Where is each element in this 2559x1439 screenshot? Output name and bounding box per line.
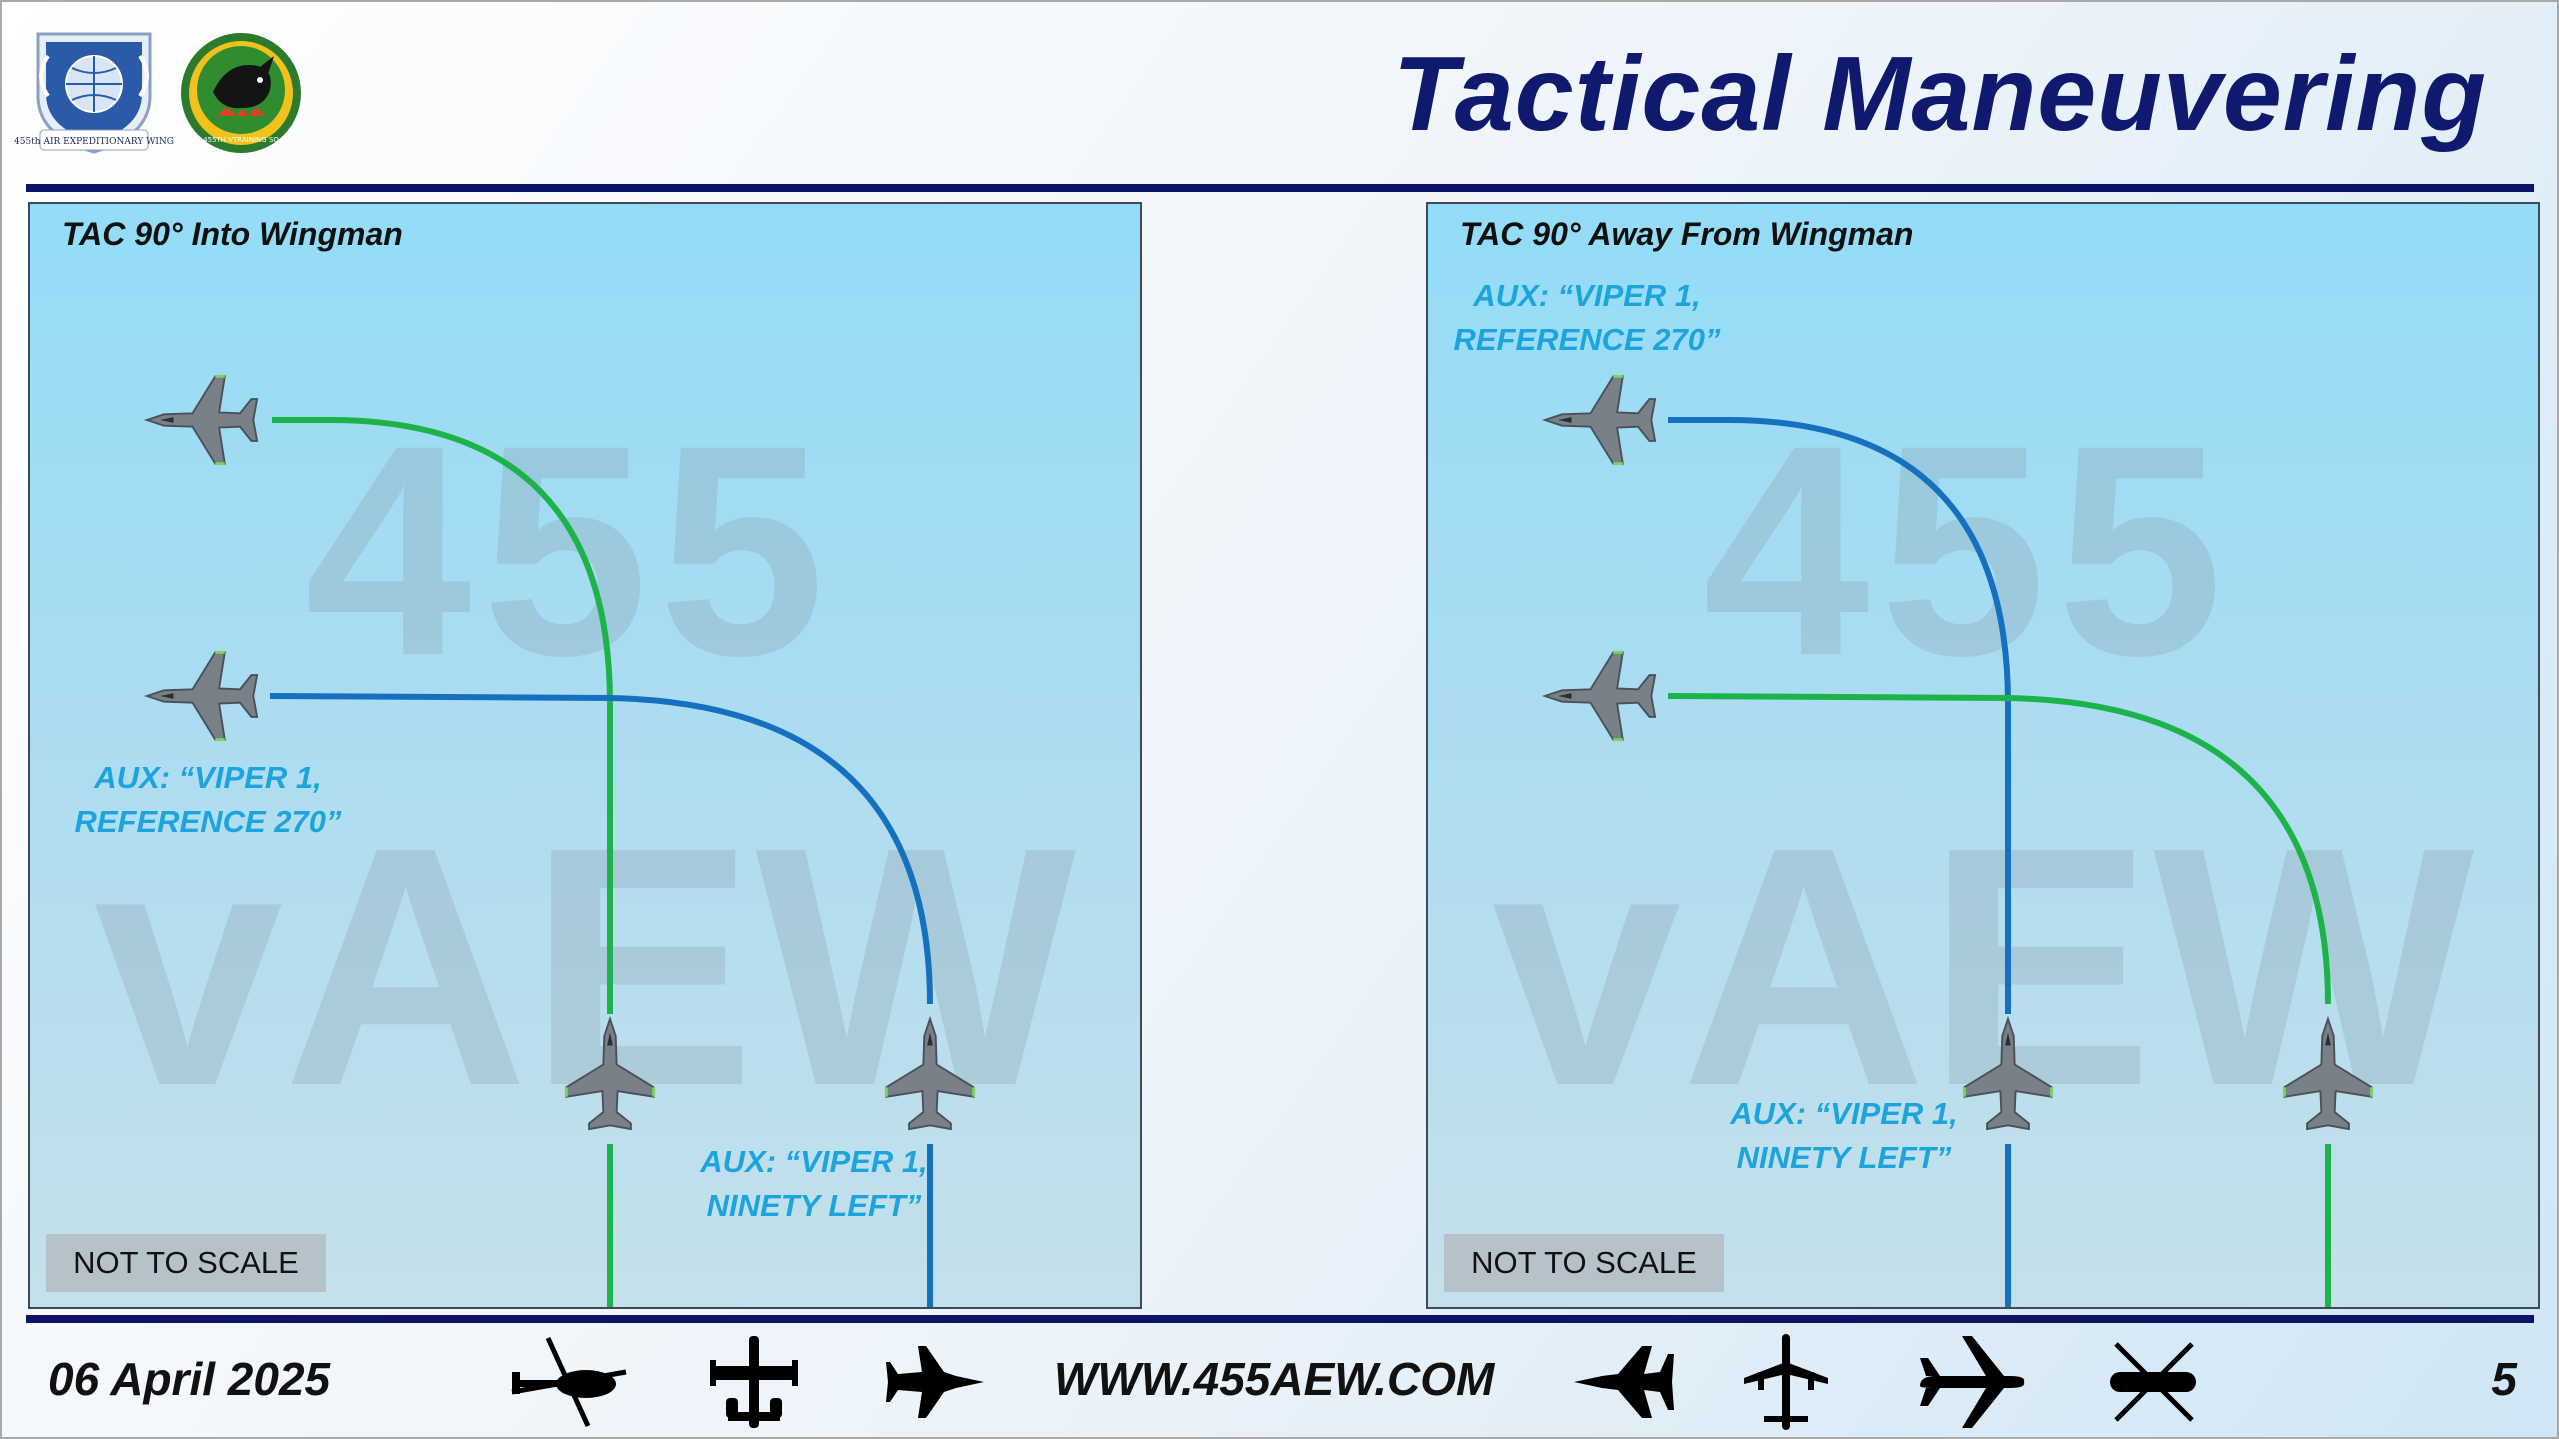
jet-lower-west (145, 650, 259, 742)
footer-url[interactable]: WWW.455AEW.COM (1054, 1353, 1495, 1405)
panel-into-wingman: 455 vAEW TAC 90° Into Wingman AUX: “VIPE… (28, 202, 1142, 1309)
wing-logo-text: 455th AIR EXPEDITIONARY WING (14, 137, 174, 147)
aux-reference-label: AUX: “VIPER 1, REFERENCE 270” (74, 760, 342, 839)
watermark-455: 455 (1703, 382, 2234, 718)
wing-shield-logo: 455th AIR EXPEDITIONARY WING (14, 26, 174, 156)
page-number: 5 (2491, 1353, 2517, 1405)
diagram-away-from-wingman: 455 vAEW (1492, 374, 2477, 1307)
a10-icon (706, 1332, 802, 1432)
aux-ninety-label: AUX: “VIPER 1, NINETY LEFT” (1730, 1096, 1958, 1175)
b52-icon (1740, 1332, 1832, 1432)
f15-icon (1572, 1332, 1676, 1432)
green-turn-path (1667, 693, 2331, 1005)
squadron-logo-text: 455TH VTRAINING SQ (203, 136, 279, 144)
diagram-into-wingman: 455 vAEW (94, 374, 1079, 1307)
not-to-scale-badge: NOT TO SCALE (46, 1234, 326, 1292)
jet-lower-west (1543, 650, 1657, 742)
page-title: Tactical Maneuvering (1392, 35, 2487, 153)
panel-away-from-wingman: 455 vAEW TAC 90° Away From Wingman AUX: … (1426, 202, 2540, 1309)
blue-turn-path (269, 693, 933, 1005)
footer-divider (26, 1315, 2534, 1323)
aux-reference-label: AUX: “VIPER 1, REFERENCE 270” (1453, 278, 1721, 357)
helicopter-icon (508, 1332, 630, 1432)
watermark-455: 455 (305, 382, 836, 718)
header-divider (26, 184, 2534, 192)
kc135-icon (1916, 1332, 2028, 1432)
jet-upper-west (145, 374, 259, 466)
not-to-scale-badge: NOT TO SCALE (1444, 1234, 1724, 1292)
footer-date: 06 April 2025 (48, 1353, 331, 1405)
blue-turn-path (1668, 417, 2011, 1014)
green-turn-path (272, 417, 613, 1014)
c17-icon (2096, 1332, 2212, 1432)
aux-ninety-label: AUX: “VIPER 1, NINETY LEFT” (700, 1144, 928, 1223)
panel-title: TAC 90° Away From Wingman (1460, 216, 1914, 252)
training-squadron-patch-logo: 455TH VTRAINING SQ (178, 30, 304, 156)
panel-title: TAC 90° Into Wingman (62, 216, 403, 252)
f16-icon (886, 1332, 986, 1432)
jet-upper-west (1543, 374, 1657, 466)
